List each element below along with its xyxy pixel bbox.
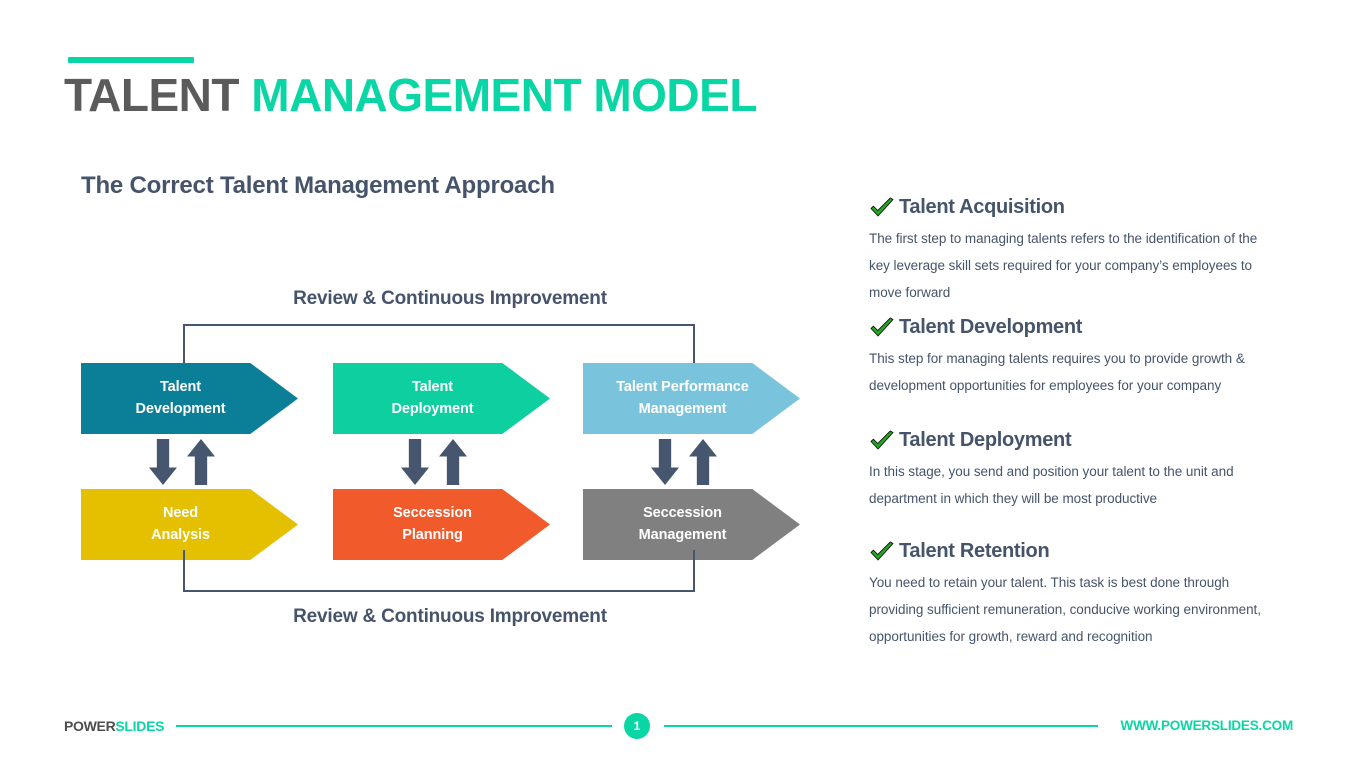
feedback-bracket-bottom [183, 550, 695, 592]
note-title: Talent Deployment [899, 429, 1072, 451]
brand-logo: POWERSLIDES [64, 718, 164, 734]
note-title: Talent Acquisition [899, 196, 1065, 218]
note-talent-deployment: Talent Deployment In this stage, you sen… [869, 429, 1281, 512]
note-title: Talent Development [899, 316, 1083, 338]
exchange-arrows-column-3 [649, 439, 735, 485]
footer-divider-left [176, 725, 612, 727]
page-title-part-2: MANAGEMENT MODEL [251, 69, 757, 121]
check-icon [870, 317, 894, 336]
footer-divider-right [664, 725, 1098, 727]
check-icon [870, 541, 894, 560]
feedback-bracket-top [183, 324, 695, 364]
title-accent-rule [68, 57, 194, 63]
arrow-down-icon [401, 439, 429, 485]
footer-website-link[interactable]: WWW.POWERSLIDES.COM [1120, 718, 1294, 733]
note-talent-acquisition: Talent Acquisition The first step to man… [869, 196, 1281, 306]
page-subtitle: The Correct Talent Management Approach [81, 172, 555, 199]
note-header: Talent Deployment [869, 429, 1281, 452]
notes-list: Talent Acquisition The first step to man… [869, 196, 1281, 664]
loop-label-bottom: Review & Continuous Improvement [293, 606, 607, 627]
loop-label-top: Review & Continuous Improvement [293, 288, 607, 309]
note-title: Talent Retention [899, 540, 1050, 562]
check-icon [870, 430, 894, 449]
arrow-up-icon [187, 439, 215, 485]
brand-part-1: POWER [64, 718, 116, 734]
note-body: The first step to managing talents refer… [869, 231, 1258, 300]
note-header: Talent Acquisition [869, 196, 1281, 219]
exchange-arrows-column-2 [399, 439, 485, 485]
arrow-up-icon [689, 439, 717, 485]
slide-footer: POWERSLIDES 1 WWW.POWERSLIDES.COM [0, 711, 1365, 747]
note-talent-retention: Talent Retention You need to retain your… [869, 540, 1281, 650]
arrow-up-icon [439, 439, 467, 485]
note-header: Talent Development [869, 316, 1281, 339]
page-title: TALENT MANAGEMENT MODEL [64, 68, 757, 123]
page-title-part-1: TALENT [64, 69, 252, 121]
brand-part-2: SLIDES [115, 718, 165, 734]
note-talent-development: Talent Development This step for managin… [869, 316, 1281, 399]
page-number-badge: 1 [624, 713, 650, 739]
note-body: This step for managing talents requires … [869, 351, 1245, 393]
arrow-down-icon [651, 439, 679, 485]
check-icon [870, 197, 894, 216]
arrow-down-icon [149, 439, 177, 485]
note-body: You need to retain your talent. This tas… [869, 575, 1261, 644]
note-header: Talent Retention [869, 540, 1281, 563]
exchange-arrows-column-1 [147, 439, 233, 485]
note-body: In this stage, you send and position you… [869, 464, 1234, 506]
